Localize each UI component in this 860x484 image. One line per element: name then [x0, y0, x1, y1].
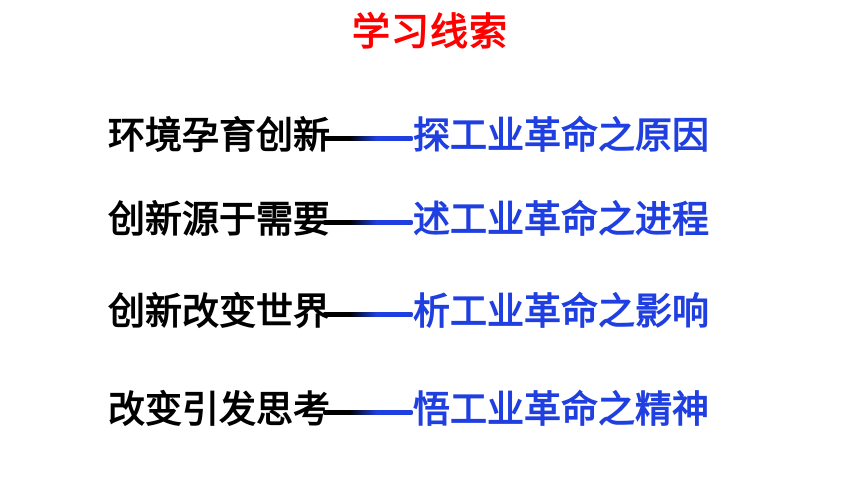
clue-theme: 环境孕育创新: [108, 114, 330, 157]
page-title: 学习线索: [351, 10, 508, 54]
clue-theme: 改变引发思考: [108, 388, 330, 431]
clue-theme: 创新改变世界: [108, 290, 330, 333]
clue-task: 悟工业革命之精神: [413, 388, 709, 431]
em-dash-connector: [323, 312, 413, 317]
clue-row-2: 创新源于需要 述工业革命之进程: [0, 192, 860, 248]
clue-row-4: 改变引发思考 悟工业革命之精神: [0, 382, 860, 438]
clue-row-1: 环境孕育创新 探工业革命之原因: [0, 108, 860, 164]
em-dash-connector: [323, 136, 413, 141]
clue-task: 析工业革命之影响: [413, 290, 709, 333]
clue-task: 探工业革命之原因: [413, 114, 709, 157]
clue-task: 述工业革命之进程: [413, 198, 709, 241]
clue-theme: 创新源于需要: [108, 198, 330, 241]
em-dash-connector: [323, 220, 413, 225]
clue-row-3: 创新改变世界 析工业革命之影响: [0, 284, 860, 340]
em-dash-connector: [323, 410, 413, 415]
